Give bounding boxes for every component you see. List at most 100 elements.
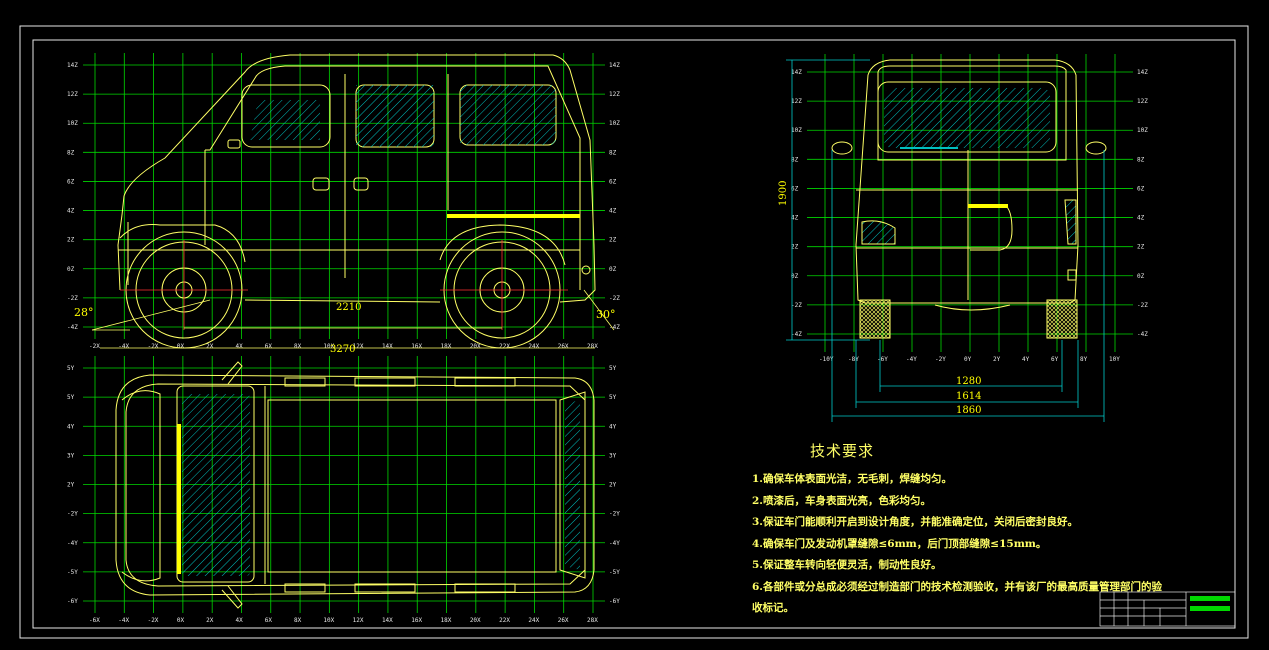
side-y-tick-right: 0Z (609, 266, 617, 273)
side-y-tick-left: 12Z (67, 91, 78, 98)
side-x-tick: 12X (353, 343, 364, 350)
rear-x-tick: 2Y (993, 356, 1001, 363)
top-y-tick-left: 4Y (67, 423, 75, 430)
rear-x-tick: 6Y (1051, 356, 1059, 363)
top-x-tick: -6X (89, 617, 100, 624)
rear-tyre-left (859, 299, 891, 339)
top-y-tick-left: -6Y (67, 598, 78, 605)
rear-x-tick: 8Y (1080, 356, 1088, 363)
rear-x-tick: -10Y (819, 356, 834, 363)
technical-requirements: 技术要求 1.确保车体表面光洁，无毛刺，焊缝均匀。 2.喷漆后，车身表面光亮，色… (752, 440, 1162, 620)
rear-y-tick-left: 0Z (791, 273, 799, 280)
side-y-tick-left: 14Z (67, 62, 78, 69)
rear-y-tick-left: -4Z (791, 331, 802, 338)
top-x-tick: 10X (323, 617, 334, 624)
wheelbase-label: 2210 (336, 302, 361, 313)
side-y-tick-right: 14Z (609, 62, 620, 69)
top-y-tick-left: 2Y (67, 482, 75, 489)
rear-y-tick-left: 2Z (791, 244, 799, 251)
rear-y-tick-right: 10Z (1137, 127, 1148, 134)
rear-y-tick-right: -4Z (1137, 331, 1148, 338)
rear-x-tick: -2Y (935, 356, 946, 363)
approach-angle-label: 28° (74, 306, 94, 319)
top-y-tick-right: 5Y (609, 394, 617, 401)
top-y-tick-right: -2Y (609, 511, 620, 518)
side-x-tick: -2X (148, 343, 159, 350)
top-x-tick: -2X (148, 617, 159, 624)
rear-x-tick: -4Y (906, 356, 917, 363)
side-x-tick: 26X (558, 343, 569, 350)
requirement-item-1: 1.确保车体表面光洁，无毛刺，焊缝均匀。 (752, 473, 952, 485)
side-view-dimensions (91, 289, 615, 349)
inner-frame (32, 39, 1236, 629)
top-x-tick: 8X (294, 617, 302, 624)
side-y-tick-right: 2Z (609, 237, 617, 244)
rear-y-tick-right: -2Z (1137, 302, 1148, 309)
rear-y-tick-left: 12Z (791, 98, 802, 105)
title-block (1099, 591, 1236, 627)
requirement-item-4: 4.确保车门及发动机罩缝隙≤6mm，后门顶部缝隙≤15mm。 (752, 537, 1047, 550)
top-y-tick-right: 3Y (609, 452, 617, 459)
side-x-tick: 18X (441, 343, 452, 350)
side-y-tick-right: 8Z (609, 149, 617, 156)
side-x-tick: 6X (265, 343, 273, 350)
rear-y-tick-right: 8Z (1137, 156, 1145, 163)
side-x-tick: 2X (206, 343, 214, 350)
top-y-tick-right: -6Y (609, 598, 620, 605)
rear-y-tick-right: 6Z (1137, 185, 1145, 192)
top-y-tick-left: 5Y (67, 394, 75, 401)
top-x-tick: 26X (558, 617, 569, 624)
rear-view-van (831, 59, 1107, 311)
rear-y-tick-right: 14Z (1137, 69, 1148, 76)
side-x-tick: 28X (587, 343, 598, 350)
side-y-tick-right: -4Z (609, 324, 620, 331)
rear-y-tick-left: -2Z (791, 302, 802, 309)
rear-y-tick-left: 14Z (791, 69, 802, 76)
rear-x-tick: -8Y (848, 356, 859, 363)
side-y-tick-left: 4Z (67, 208, 75, 215)
side-x-tick: 22X (499, 343, 510, 350)
side-y-tick-left: 6Z (67, 178, 75, 185)
rear-view-dimensions (786, 59, 1105, 422)
rear-x-tick: -6Y (877, 356, 888, 363)
side-y-tick-left: 2Z (67, 237, 75, 244)
rear-y-tick-left: 8Z (791, 156, 799, 163)
side-y-tick-left: 8Z (67, 149, 75, 156)
side-y-tick-right: -2Z (609, 295, 620, 302)
rear-y-tick-left: 6Z (791, 185, 799, 192)
overall-height-label: 1900 (778, 181, 789, 206)
rear-x-tick: 0Y (964, 356, 972, 363)
top-y-tick-left: 3Y (67, 452, 75, 459)
rear-x-tick: 10Y (1109, 356, 1120, 363)
rear-tyre-right (1046, 299, 1078, 339)
top-x-tick: -4X (118, 617, 129, 624)
side-y-tick-right: 10Z (609, 120, 620, 127)
top-y-tick-left: 5Y (67, 365, 75, 372)
top-x-tick: 28X (587, 617, 598, 624)
rear-y-tick-left: 10Z (791, 127, 802, 134)
top-x-tick: 6X (265, 617, 273, 624)
side-y-tick-right: 6Z (609, 178, 617, 185)
rear-y-tick-right: 4Z (1137, 215, 1145, 222)
side-y-tick-left: 0Z (67, 266, 75, 273)
side-y-tick-right: 4Z (609, 208, 617, 215)
top-x-tick: 18X (441, 617, 452, 624)
top-y-tick-left: -2Y (67, 511, 78, 518)
side-x-tick: 10X (323, 343, 334, 350)
top-y-tick-right: 2Y (609, 482, 617, 489)
rear-dim-1280: 1280 (956, 376, 981, 387)
side-x-tick: 20X (470, 343, 481, 350)
side-x-tick: 0X (177, 343, 185, 350)
rear-y-tick-right: 0Z (1137, 273, 1145, 280)
top-x-tick: 22X (499, 617, 510, 624)
rear-y-tick-left: 4Z (791, 215, 799, 222)
overall-length-label: 3270 (330, 344, 355, 355)
technical-requirements-title: 技术要求 (810, 442, 875, 460)
top-x-tick: 16X (411, 617, 422, 624)
side-x-tick: 4X (235, 343, 243, 350)
top-x-tick: 12X (353, 617, 364, 624)
side-x-tick: -4X (118, 343, 129, 350)
requirement-item-5: 5.保证整车转向轻便灵活，制动性良好。 (752, 559, 942, 571)
requirement-item-6: 6.各部件或分总成必须经过制造部门的技术检测验收，并有该厂的最高质量管理部门的验 (752, 580, 1162, 593)
top-y-tick-right: 5Y (609, 365, 617, 372)
